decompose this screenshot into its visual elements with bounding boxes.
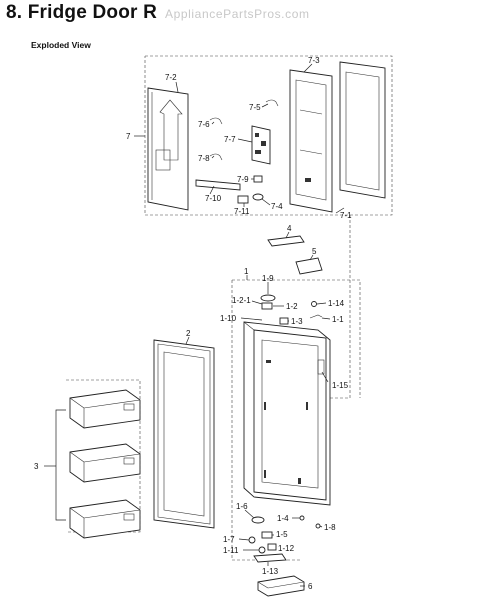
part-3-door-bin-top — [69, 389, 141, 429]
part-1-11-pin — [258, 546, 266, 554]
label-7-4: 7-4 — [271, 202, 283, 211]
guide-7-to-1 — [330, 215, 351, 399]
label-1-1: 1-1 — [332, 315, 344, 324]
leader-7-7 — [237, 138, 253, 143]
label-6: 6 — [308, 582, 313, 591]
leader-7-2 — [175, 81, 179, 93]
label-1-3: 1-3 — [291, 317, 303, 326]
leader-7-5 — [261, 103, 269, 108]
leader-1-14 — [316, 302, 327, 305]
group-7-frame — [144, 55, 393, 216]
page-title: 8. Fridge Door R — [6, 2, 157, 23]
part-7-5-screw — [265, 99, 279, 107]
watermark-site: AppliancePartsPros.com — [165, 7, 310, 21]
part-7-11-holder — [237, 195, 249, 204]
part-1-8-screw — [315, 523, 321, 529]
leader-3-bracket — [55, 409, 66, 521]
leader-7-1 — [335, 207, 345, 214]
leader-2 — [185, 336, 190, 345]
part-7-6-screw — [209, 117, 223, 125]
label-1-8: 1-8 — [324, 523, 336, 532]
label-1-13: 1-13 — [262, 567, 279, 576]
label-1-6: 1-6 — [236, 502, 248, 511]
label-7-6: 7-6 — [198, 120, 210, 129]
label-1-12: 1-12 — [278, 544, 295, 553]
part-7-10-bar — [195, 179, 241, 191]
label-1-9: 1-9 — [262, 274, 274, 283]
part-3-door-bin-middle — [69, 443, 141, 483]
label-1-15: 1-15 — [332, 381, 349, 390]
leader-7-6 — [211, 121, 215, 125]
label-7-1: 7-1 — [340, 211, 352, 220]
part-7-2-door-liner — [147, 87, 189, 211]
part-1-5-hinge-block — [261, 531, 273, 539]
part-1-14-screw — [311, 301, 317, 307]
part-7-4-cap — [252, 193, 264, 201]
part-5-cover — [295, 257, 323, 275]
label-7-5: 7-5 — [249, 103, 261, 112]
label-1-2-1: 1-2-1 — [232, 296, 251, 305]
page-header: 8. Fridge Door R AppliancePartsPros.com — [6, 2, 310, 24]
part-1-4-screw — [299, 515, 305, 521]
label-7-3: 7-3 — [308, 56, 320, 65]
leader-1-7 — [238, 538, 250, 541]
part-1-13-bottom-hinge — [253, 553, 287, 563]
label-7-2: 7-2 — [165, 73, 177, 82]
leader-7-8 — [211, 155, 215, 159]
part-1-1-pin — [309, 314, 323, 319]
label-1-4: 1-4 — [277, 514, 289, 523]
leader-4 — [285, 231, 290, 239]
part-1-door-assembly — [243, 321, 331, 506]
leader-1-15 — [321, 371, 329, 383]
leader-1-1 — [321, 317, 331, 320]
part-3-door-bin-bottom — [69, 499, 141, 539]
leader-1-8 — [319, 525, 323, 528]
label-5: 5 — [312, 247, 317, 256]
label-1-5: 1-5 — [276, 530, 288, 539]
label-7: 7 — [126, 132, 131, 141]
part-1-3-bushing — [279, 317, 289, 325]
leader-7-3 — [303, 63, 313, 73]
group-1-frame — [232, 279, 361, 398]
leader-1-10 — [240, 317, 263, 321]
part-7-9-clip — [253, 175, 263, 183]
label-1-11: 1-11 — [223, 546, 239, 555]
leader-1-6 — [244, 509, 255, 519]
part-7-7-pcb — [251, 125, 271, 165]
part-7-1-outer-panel — [339, 61, 386, 199]
part-1-7-bushing — [248, 536, 256, 544]
part-1-12-cam — [267, 543, 277, 551]
label-1-10: 1-10 — [220, 314, 237, 323]
part-6-bottom-cover — [257, 575, 305, 597]
label-4: 4 — [287, 224, 292, 233]
part-1-9-hinge-cap — [260, 294, 276, 302]
part-4-bracket — [267, 235, 305, 247]
label-1-7: 1-7 — [223, 535, 235, 544]
label-7-7: 7-7 — [224, 135, 236, 144]
label-1-2: 1-2 — [286, 302, 298, 311]
part-1-2-hinge — [261, 302, 273, 310]
leader-7-10 — [209, 185, 215, 195]
label-2: 2 — [186, 329, 191, 338]
leader-7-4 — [261, 198, 271, 206]
leader-1-2-1 — [251, 300, 263, 305]
label-3: 3 — [34, 462, 39, 471]
label-7-11: 7-11 — [234, 207, 250, 216]
part-7-3-door-frame — [289, 69, 333, 213]
label-1-14: 1-14 — [328, 299, 345, 308]
part-1-6-washer — [251, 516, 265, 524]
label-7-9: 7-9 — [237, 175, 249, 184]
section-subtitle: Exploded View — [31, 40, 91, 50]
label-7-8: 7-8 — [198, 154, 210, 163]
label-7-10: 7-10 — [205, 194, 222, 203]
leader-5 — [309, 254, 314, 261]
part-2-door-gasket — [153, 339, 215, 529]
part-7-8-screw — [209, 153, 223, 161]
label-1: 1 — [244, 267, 249, 276]
